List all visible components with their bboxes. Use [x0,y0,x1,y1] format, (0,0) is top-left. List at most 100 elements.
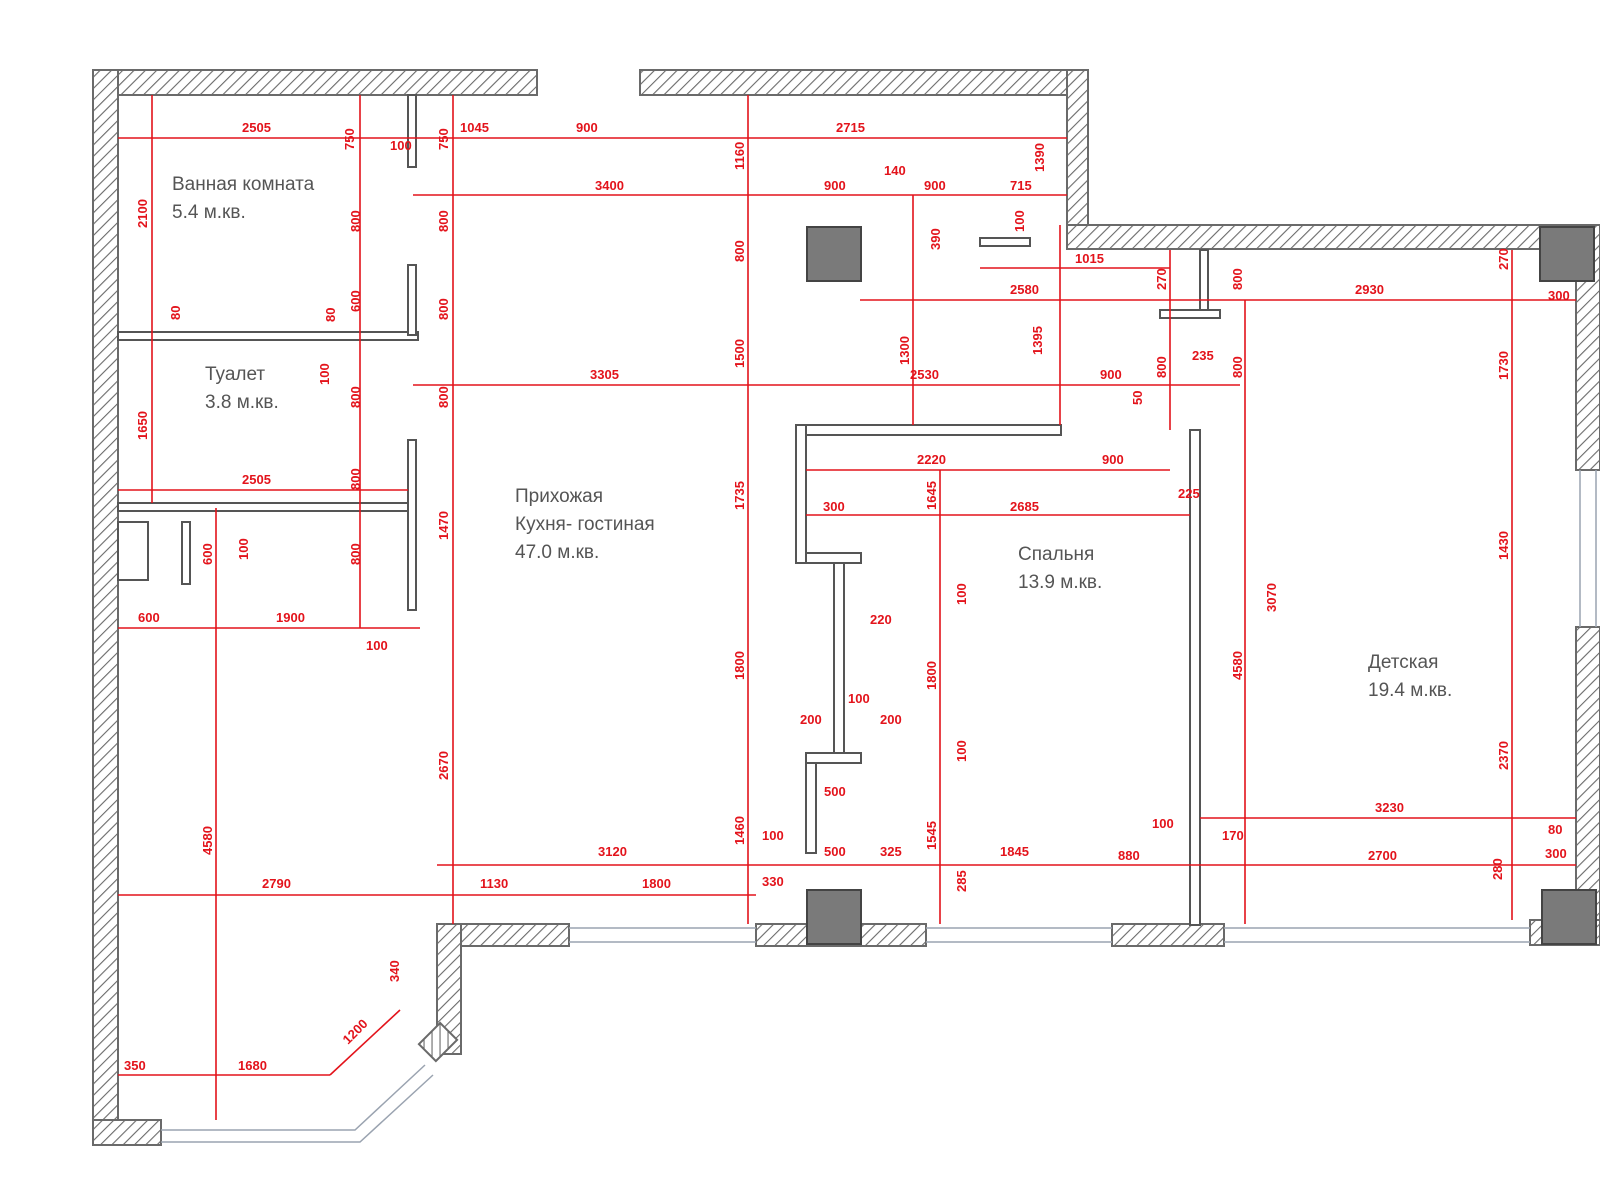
dim-2790: 2790 [262,876,291,891]
partitions [117,94,1221,926]
wall-bottom-left-stub [92,1119,162,1146]
partition-bath-vertical-2 [407,264,417,336]
dim-2930: 2930 [1355,282,1384,297]
dim-2530: 2530 [910,367,939,382]
dim-200b: 200 [880,712,902,727]
dim-800g: 800 [348,468,363,490]
dim-2100: 2100 [135,199,150,228]
dim-500a: 500 [824,784,846,799]
dim-800h: 800 [1230,268,1245,290]
niche-box [117,521,149,581]
niche-stub [181,521,191,585]
dim-1390: 1390 [1032,143,1047,172]
dim-1300: 1300 [897,336,912,365]
partition-corridor-side [1199,249,1209,311]
dim-750b: 750 [436,128,451,150]
dim-100a: 100 [390,138,412,153]
dim-4580: 4580 [200,826,215,855]
dim-100b: 100 [1012,210,1027,232]
dim-2670: 2670 [436,751,451,780]
dim-2505-top: 2505 [242,120,271,135]
dim-100f: 100 [366,638,388,653]
partition-wardrobe-inner [805,552,862,564]
wall-top-left [92,69,538,96]
dim-1545: 1545 [924,821,939,850]
pillar-bottom-center [806,889,862,945]
dim-800b: 800 [436,210,451,232]
dim-100h: 100 [954,740,969,762]
dim-1460: 1460 [732,816,747,845]
dim-1015: 1015 [1075,251,1104,266]
dim-715: 715 [1010,178,1032,193]
dim-1395: 1395 [1030,326,1045,355]
dim-1130: 1130 [480,876,508,891]
wall-right-upper [1066,69,1089,236]
room-kitchen-name: Прихожая [515,486,603,507]
dim-1500: 1500 [732,339,747,368]
dim-80c: 80 [1548,822,1562,837]
dim-600c: 600 [138,610,160,625]
dim-235: 235 [1192,348,1214,363]
pillar-top-right [1539,226,1595,282]
partition-kitchen-bedroom [795,424,1062,436]
dimension-values: 2505 1045 900 2715 3400 900 140 900 715 … [124,120,1570,1073]
dim-1160: 1160 [732,142,747,170]
wall-left [92,69,119,1146]
partition-spine-lower [805,762,817,854]
dim-900a: 900 [824,178,846,193]
dim-270: 270 [1154,268,1169,290]
room-nursery-area: 19.4 м.кв. [1368,680,1452,701]
dim-280: 280 [1490,858,1505,880]
dim-880: 880 [1118,848,1140,863]
dim-800k: 800 [1230,356,1245,378]
pillar-upper-center [806,226,862,282]
dim-3230: 3230 [1375,800,1404,815]
partition-wardrobe-left [795,424,807,564]
dim-1730: 1730 [1496,351,1511,380]
dim-300b: 300 [823,499,845,514]
dim-225: 225 [1178,486,1200,501]
dim-2685: 2685 [1010,499,1039,514]
partition-spine-base [805,752,862,764]
dim-100g: 100 [848,691,870,706]
dim-80a: 80 [168,306,183,320]
dim-900d: 900 [1102,452,1124,467]
pillars [806,226,1597,945]
dim-1470: 1470 [436,511,451,540]
dim-800c: 800 [436,298,451,320]
dim-390: 390 [928,228,943,250]
dim-1650: 1650 [135,411,150,440]
dim-750a: 750 [342,128,357,150]
dim-1800c: 1800 [642,876,671,891]
wall-bottom-bedroom [1111,923,1225,947]
dim-1045: 1045 [460,120,489,135]
dim-340: 340 [387,960,402,982]
partition-bath-toilet [117,331,419,341]
dim-80b: 80 [323,308,338,322]
dim-220: 220 [870,612,892,627]
partition-bed-nursery [1189,429,1201,926]
dim-2370: 2370 [1496,741,1511,770]
dim-900b: 900 [924,178,946,193]
partition-corridor-top [979,237,1031,247]
dim-1800a: 1800 [732,651,747,680]
partition-toilet-bottom [117,502,409,512]
dim-285: 285 [954,870,969,892]
dim-600a: 600 [348,290,363,312]
room-nursery-name: Детская [1368,652,1438,673]
room-toilet-name: Туалет [205,364,265,385]
dim-900-door: 900 [576,120,598,135]
dim-100e: 100 [954,583,969,605]
dim-800d: 800 [348,386,363,408]
dim-1645: 1645 [924,481,939,510]
dim-100c: 100 [317,363,332,385]
dim-100i: 100 [762,828,784,843]
room-toilet-area: 3.8 м.кв. [205,392,279,413]
dim-330: 330 [762,874,784,889]
dim-600-col: 800 [732,240,747,262]
dim-4580b: 4580 [1230,651,1245,680]
partition-bath-vertical [407,94,417,168]
dim-800e: 800 [436,386,451,408]
window-bay-2 [161,1074,434,1143]
